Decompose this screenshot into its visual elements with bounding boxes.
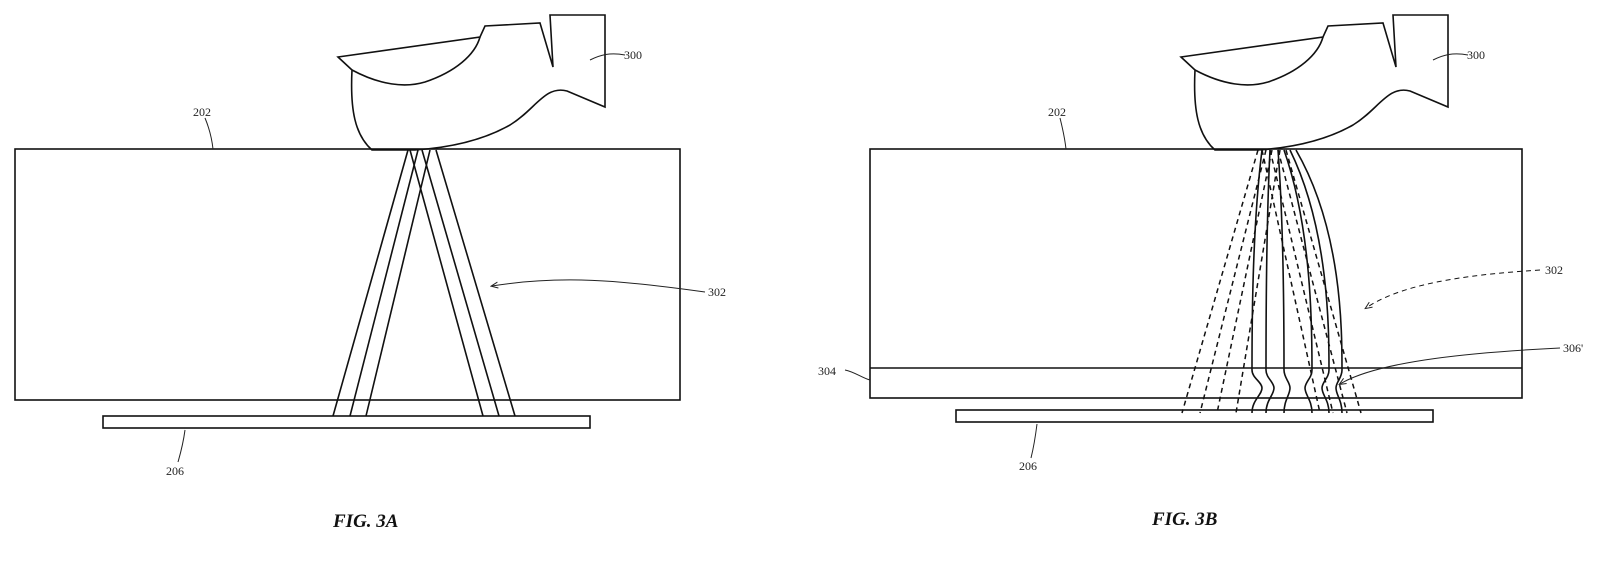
leader-302 — [1366, 269, 1541, 308]
leader-302 — [492, 279, 706, 293]
leader-206 — [1030, 423, 1038, 459]
dashed-ray — [1181, 149, 1259, 414]
label-202: 202 — [1048, 105, 1066, 119]
distorted-ray-306 — [1277, 149, 1291, 414]
label-304: 304 — [818, 364, 836, 378]
label-206: 206 — [166, 464, 184, 478]
dashed-ray — [1216, 149, 1273, 414]
distorted-ray-306 — [1295, 149, 1343, 414]
dashed-ray — [1277, 149, 1348, 414]
distorted-ray-306 — [1265, 149, 1275, 414]
label-202: 202 — [193, 105, 211, 119]
leader-202 — [1059, 117, 1067, 150]
figure-3b: 202 300 302 306' 304 206 FIG. 3B — [818, 14, 1583, 530]
figure-3a: 202 300 302 206 FIG. 3A — [14, 14, 726, 532]
leader-300 — [1432, 53, 1469, 61]
label-306: 306' — [1563, 341, 1583, 355]
dashed-ray — [1285, 149, 1362, 414]
leader-202 — [204, 117, 214, 150]
label-300: 300 — [1467, 48, 1485, 62]
figure-caption: FIG. 3A — [332, 511, 398, 532]
plate-206 — [102, 415, 591, 429]
leader-206 — [177, 429, 186, 463]
plate-206 — [955, 409, 1434, 423]
body-202 — [14, 148, 681, 401]
figure-caption: FIG. 3B — [1151, 509, 1217, 530]
object-300 — [337, 14, 606, 151]
label-300: 300 — [624, 48, 642, 62]
label-206: 206 — [1019, 459, 1037, 473]
distorted-ray-306 — [1283, 149, 1313, 414]
distorted-ray-306 — [1289, 149, 1330, 414]
light-rays-302 — [1181, 149, 1362, 414]
leader-306 — [1340, 347, 1561, 384]
light-rays-302 — [332, 149, 516, 417]
leader-304 — [844, 369, 871, 381]
dashed-ray — [1199, 149, 1267, 414]
body-202 — [869, 148, 1523, 399]
leader-300 — [589, 53, 626, 61]
object-300 — [1180, 14, 1449, 151]
distorted-ray-306 — [1251, 149, 1263, 414]
label-302: 302 — [1545, 263, 1563, 277]
label-302: 302 — [708, 285, 726, 299]
